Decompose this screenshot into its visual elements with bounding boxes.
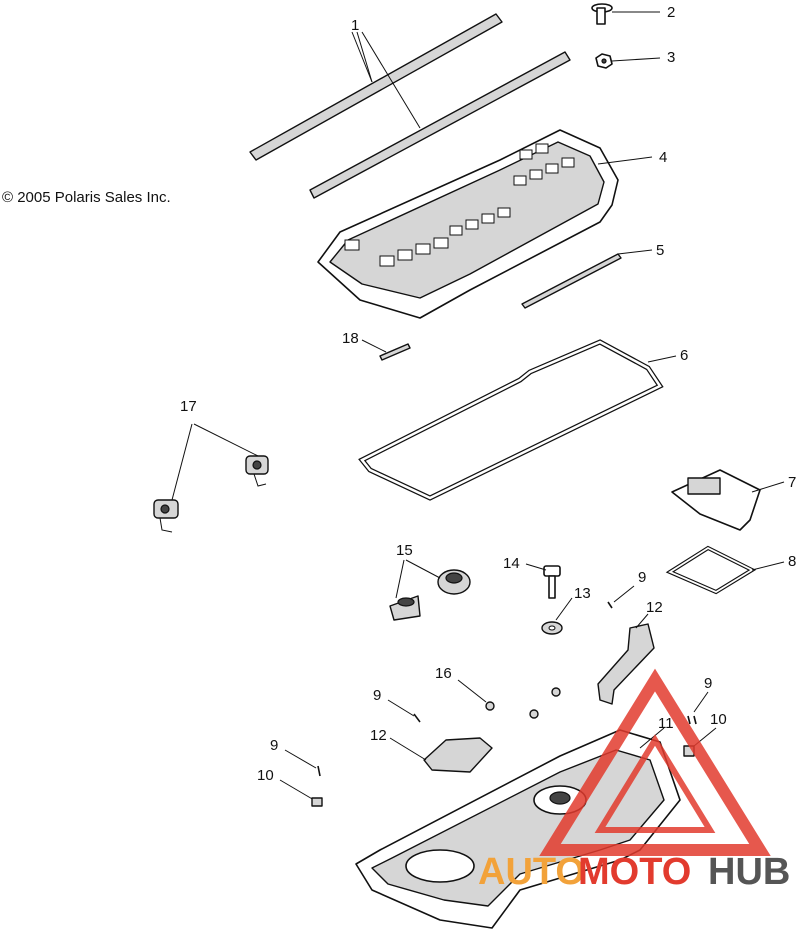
part-3-nut — [595, 53, 661, 69]
callout-5: 5 — [656, 242, 664, 259]
part-7-bracket — [671, 469, 785, 531]
part-16-clips — [457, 679, 561, 719]
copyright-text: © 2005 Polaris Sales Inc. — [2, 189, 171, 206]
callout-3: 3 — [667, 49, 675, 66]
part-1-strips — [249, 13, 571, 199]
watermark-logo-text: AUTO MOTO HUB — [478, 851, 790, 893]
callout-2: 2 — [667, 4, 675, 21]
callout-6: 6 — [680, 347, 688, 364]
callout-9-d: 9 — [270, 737, 278, 754]
callout-10-a: 10 — [710, 711, 727, 728]
callout-9-b: 9 — [373, 687, 381, 704]
part-14-bolt — [525, 563, 561, 599]
part-17-latches — [153, 423, 269, 533]
watermark-part-1: AUTO — [478, 851, 585, 893]
part-6-seal — [358, 339, 677, 501]
part-4-top-tray — [317, 129, 653, 319]
callout-12-b: 12 — [370, 727, 387, 744]
part-18-pin — [361, 339, 411, 361]
callout-11: 11 — [658, 715, 674, 732]
callout-8: 8 — [788, 553, 796, 570]
part-9-pin-d — [284, 749, 321, 777]
callout-15: 15 — [396, 542, 413, 559]
callout-17: 17 — [180, 398, 197, 415]
part-12-bracket-left — [389, 737, 493, 773]
callout-10-b: 10 — [257, 767, 274, 784]
part-2-screw — [591, 3, 660, 25]
callout-13: 13 — [574, 585, 591, 602]
part-9-pin-b — [387, 699, 421, 723]
callout-16: 16 — [435, 665, 452, 682]
part-8-gasket — [665, 545, 785, 595]
part-10-clip-left — [279, 779, 323, 807]
callout-18: 18 — [342, 330, 359, 347]
callout-7: 7 — [788, 474, 796, 491]
part-12-bracket-right — [597, 613, 655, 705]
part-15-knobs — [389, 559, 471, 621]
watermark-part-3: HUB — [708, 851, 790, 893]
part-5-rod — [521, 249, 653, 309]
watermark-part-2: MOTO — [578, 851, 691, 893]
part-9-pin-a — [607, 585, 635, 609]
callout-9-a: 9 — [638, 569, 646, 586]
watermark-triangle-icon — [539, 668, 771, 856]
callout-9-c: 9 — [704, 675, 712, 692]
part-13-washer — [541, 597, 573, 635]
callout-14: 14 — [503, 555, 520, 572]
callout-1: 1 — [351, 17, 359, 34]
callout-4: 4 — [659, 149, 667, 166]
part-9-pin-c — [687, 691, 709, 725]
callout-12-a: 12 — [646, 599, 663, 616]
